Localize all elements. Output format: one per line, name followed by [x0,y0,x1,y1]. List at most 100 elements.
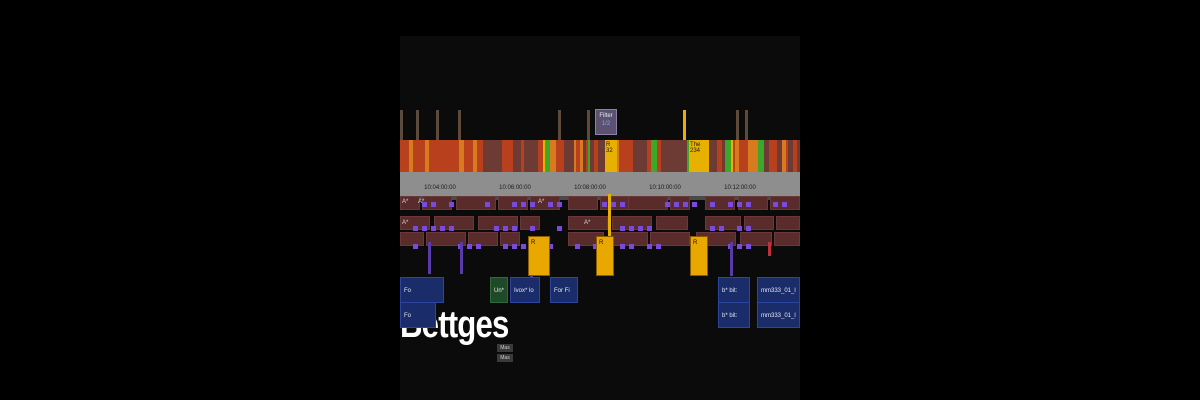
overview-stripe [562,140,564,172]
video-clip[interactable] [656,216,688,230]
overview-stripe [769,140,773,172]
keyframe[interactable] [530,226,535,231]
overview-stripe [590,140,592,172]
keyframe[interactable] [521,244,526,249]
keyframe[interactable] [413,226,418,231]
keyframe[interactable] [530,202,535,207]
keyframe[interactable] [440,226,445,231]
keyframe[interactable] [737,244,742,249]
overview-stripe [722,140,725,172]
keyframe[interactable] [629,226,634,231]
mini-clip[interactable]: Mas [497,344,513,352]
keyframe[interactable] [521,202,526,207]
keyframe[interactable] [692,202,697,207]
video-clip[interactable] [400,232,424,246]
video-clip[interactable] [608,232,648,246]
keyframe[interactable] [647,226,652,231]
keyframe[interactable] [422,202,427,207]
keyframe[interactable] [647,244,652,249]
keyframe[interactable] [620,202,625,207]
keyframe[interactable] [665,202,670,207]
keyframe[interactable] [782,202,787,207]
keyframe[interactable] [611,202,616,207]
overview-stripe [779,140,782,172]
keyframe[interactable] [656,244,661,249]
timecode-ruler[interactable] [400,172,800,196]
video-clip[interactable] [468,232,498,246]
keyframe[interactable] [737,226,742,231]
audio-clip[interactable]: For Fi [550,277,578,303]
keyframe[interactable] [557,226,562,231]
keyframe[interactable] [728,202,733,207]
keyframe[interactable] [737,202,742,207]
video-clip[interactable] [774,232,800,246]
keyframe[interactable] [746,244,751,249]
keyframe[interactable] [449,202,454,207]
keyframe[interactable] [503,226,508,231]
video-clip[interactable] [568,196,598,210]
keyframe[interactable] [710,226,715,231]
overview-block[interactable]: R 32 [605,140,617,172]
effect-clip[interactable] [528,236,550,276]
overview-stripe [427,140,429,172]
audio-clip[interactable]: Fo [400,277,444,303]
timeline-overview[interactable]: R 32 The 234 [400,110,800,172]
video-clip[interactable] [776,216,800,230]
audio-clip[interactable]: Fo [400,302,436,328]
keyframe[interactable] [503,244,508,249]
keyframe[interactable] [719,226,724,231]
video-clip[interactable] [456,196,496,210]
audio-clip[interactable]: b* bit: [718,277,750,303]
keyframe[interactable] [746,202,751,207]
keyframe[interactable] [494,226,499,231]
keyframe[interactable] [683,202,688,207]
audio-clip[interactable]: b* bit: [718,302,750,328]
audio-clip[interactable]: mm333_01_l [757,277,800,303]
audio-clip[interactable]: Ivox* lo [510,277,540,303]
keyframe[interactable] [674,202,679,207]
overview-block[interactable]: The 234 [689,140,709,172]
overview-stripe [713,140,717,172]
video-clip[interactable] [738,196,768,210]
video-clip[interactable] [500,232,520,246]
video-clip[interactable] [426,232,466,246]
keyframe[interactable] [485,202,490,207]
keyframe[interactable] [602,202,607,207]
keyframe[interactable] [548,202,553,207]
keyframe[interactable] [710,202,715,207]
video-clip[interactable] [740,232,772,246]
keyframe[interactable] [638,226,643,231]
keyframe[interactable] [512,226,517,231]
keyframe[interactable] [431,202,436,207]
keyframe[interactable] [557,202,562,207]
keyframe[interactable] [431,226,436,231]
mini-clip[interactable]: Mas [497,354,513,362]
effect-clip[interactable] [690,236,708,276]
overview-stripe [651,140,657,172]
keyframe[interactable] [512,202,517,207]
keyframe[interactable] [449,226,454,231]
keyframe[interactable] [620,226,625,231]
keyframe[interactable] [422,226,427,231]
filter-chip[interactable]: Filter 1/2 [595,109,617,135]
keyframe[interactable] [476,244,481,249]
video-clip[interactable] [400,196,420,210]
video-clip[interactable] [650,232,690,246]
keyframe[interactable] [548,244,553,249]
keyframe[interactable] [413,244,418,249]
effect-clip[interactable] [596,236,614,276]
keyframe[interactable] [467,244,472,249]
video-clip[interactable] [628,196,668,210]
audio-clip[interactable]: mm333_01_l [757,302,800,328]
keyframe[interactable] [512,244,517,249]
keyframe[interactable] [773,202,778,207]
keyframe[interactable] [620,244,625,249]
keyframe[interactable] [593,244,598,249]
keyframe[interactable] [629,244,634,249]
video-clip[interactable] [568,216,608,230]
keyframe[interactable] [746,226,751,231]
keyframe[interactable] [575,244,580,249]
video-clip[interactable] [744,216,774,230]
audio-clip[interactable]: Un* [490,277,508,303]
overview-stripe [630,140,633,172]
